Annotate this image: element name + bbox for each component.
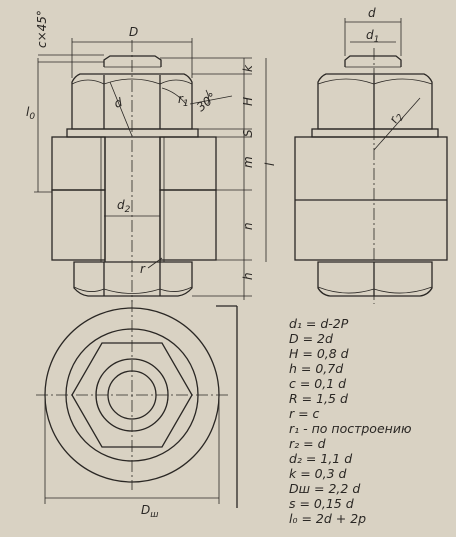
label-l0-sub: 0 — [29, 112, 35, 122]
label-n: n — [241, 222, 255, 230]
formula-r: r = c — [289, 406, 320, 421]
dim-side-d: d d1 — [344, 6, 402, 56]
bolt-end — [103, 55, 162, 67]
washer — [66, 128, 199, 138]
svg-text:r2: r2 — [386, 109, 406, 127]
dim-l0: l0 — [26, 58, 52, 193]
formula-Dsh: Dш = 2,2 d — [289, 481, 360, 496]
formula-r1: r₁ - по построению — [289, 421, 411, 436]
formula-c: c = 0,1 d — [289, 376, 346, 391]
upper-plate — [51, 136, 217, 191]
formula-d2: d₂ = 1,1 d — [289, 451, 352, 466]
label-r: r — [140, 262, 146, 276]
label-k: k — [241, 64, 255, 72]
side-nut — [317, 73, 433, 130]
side-plates — [294, 136, 448, 261]
formula-r2: r₂ = d — [289, 436, 326, 451]
formula-l0: l₀ = 2d + 2p — [289, 511, 366, 526]
side-view — [294, 48, 448, 304]
label-d2: d — [117, 198, 125, 212]
label-chamfer: c×45° — [35, 10, 49, 48]
formula-R: R = 1,5 d — [289, 391, 348, 406]
label-d-diag: d — [112, 95, 124, 111]
label-30deg: 30° — [194, 90, 219, 114]
svg-text:d1: d1 — [366, 28, 379, 45]
label-D: D — [129, 25, 138, 39]
label-side-d1-sub: 1 — [374, 35, 380, 45]
side-bolt-end — [344, 55, 402, 67]
svg-text:d2: d2 — [117, 198, 131, 215]
label-side-d1: d — [366, 28, 374, 42]
label-r1-sub: 1 — [183, 99, 189, 109]
label-S: S — [241, 129, 255, 137]
formula-H: H = 0,8 d — [289, 346, 349, 361]
label-l0: l — [26, 105, 30, 119]
label-side-d: d — [368, 6, 376, 20]
nut — [71, 73, 193, 130]
dim-stack-right: k H S m n h l — [160, 57, 277, 300]
lower-plate — [51, 189, 217, 261]
dim-Dsh: Dш — [44, 395, 220, 520]
formula-d1: d₁ = d-2P — [289, 316, 349, 331]
svg-text:Dш: Dш — [141, 503, 159, 520]
dim-d2: d2 — [104, 198, 160, 217]
formula-s: s = 0,15 d — [289, 496, 354, 511]
formula-list: d₁ = d-2P D = 2d H = 0,8 d h = 0,7d c = … — [289, 316, 411, 526]
label-Dsh-sub: ш — [150, 510, 158, 520]
label-m: m — [241, 156, 255, 168]
label-H: H — [241, 97, 255, 106]
side-washer — [311, 128, 439, 138]
label-Dsh: D — [141, 503, 150, 517]
label-r2-sub: 2 — [395, 113, 407, 123]
label-l: l — [263, 162, 277, 166]
formula-k: k = 0,3 d — [289, 466, 347, 481]
label-d2-sub: 2 — [125, 205, 131, 215]
svg-text:l0: l0 — [26, 105, 35, 122]
svg-text:r1: r1 — [178, 92, 189, 109]
side-bolt-head — [317, 261, 433, 297]
top-view — [36, 300, 238, 508]
label-h: h — [241, 272, 255, 280]
dim-D: D — [71, 25, 193, 78]
front-section-view — [51, 40, 233, 302]
label-r1: r — [178, 92, 184, 106]
bolt-head — [73, 261, 193, 297]
formula-D: D = 2d — [289, 331, 333, 346]
formula-h: h = 0,7d — [289, 361, 343, 376]
